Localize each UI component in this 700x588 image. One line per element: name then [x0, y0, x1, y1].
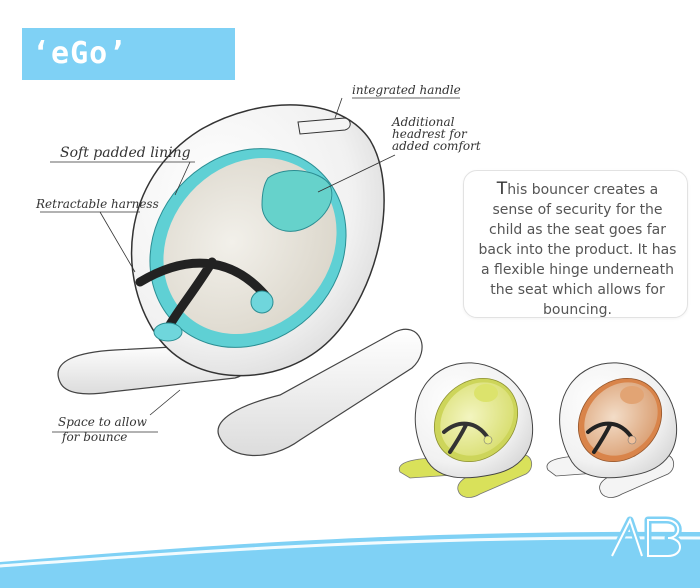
annotation-integrated-handle: integrated handle [352, 83, 461, 97]
description-body: his bouncer creates a sense of security … [478, 182, 677, 318]
annotation-lines [40, 97, 460, 433]
blue-wave-decoration [0, 531, 700, 588]
description-text: This bouncer creates a sense of security… [478, 179, 677, 320]
title-banner: ‘eGo’ [22, 28, 235, 80]
main-handle [297, 117, 351, 135]
main-front-skid [217, 328, 423, 457]
description-box: This bouncer creates a sense of security… [463, 170, 688, 318]
annotation-headrest-line3: added comfort [392, 139, 481, 153]
annotation-space-bounce-line2: for bounce [62, 430, 128, 444]
yellow-variant [398, 362, 534, 498]
annotation-soft-padded-lining: Soft padded lining [60, 145, 191, 161]
annotation-headrest-line1: Additional [392, 115, 455, 129]
main-harness-knob [250, 290, 274, 314]
annotation-headrest-line2: headrest for [392, 127, 467, 141]
main-harness-buckle [153, 322, 183, 342]
orange-variant [546, 362, 678, 498]
annotation-retractable-harness: Retractable harness [36, 197, 159, 211]
main-headrest [261, 170, 333, 232]
product-title: ‘eGo’ [32, 36, 128, 71]
main-bouncer [57, 104, 423, 457]
ab-logo [608, 516, 684, 560]
description-first-letter: T [496, 179, 508, 199]
annotation-space-bounce-line1: Space to allow [58, 415, 147, 429]
